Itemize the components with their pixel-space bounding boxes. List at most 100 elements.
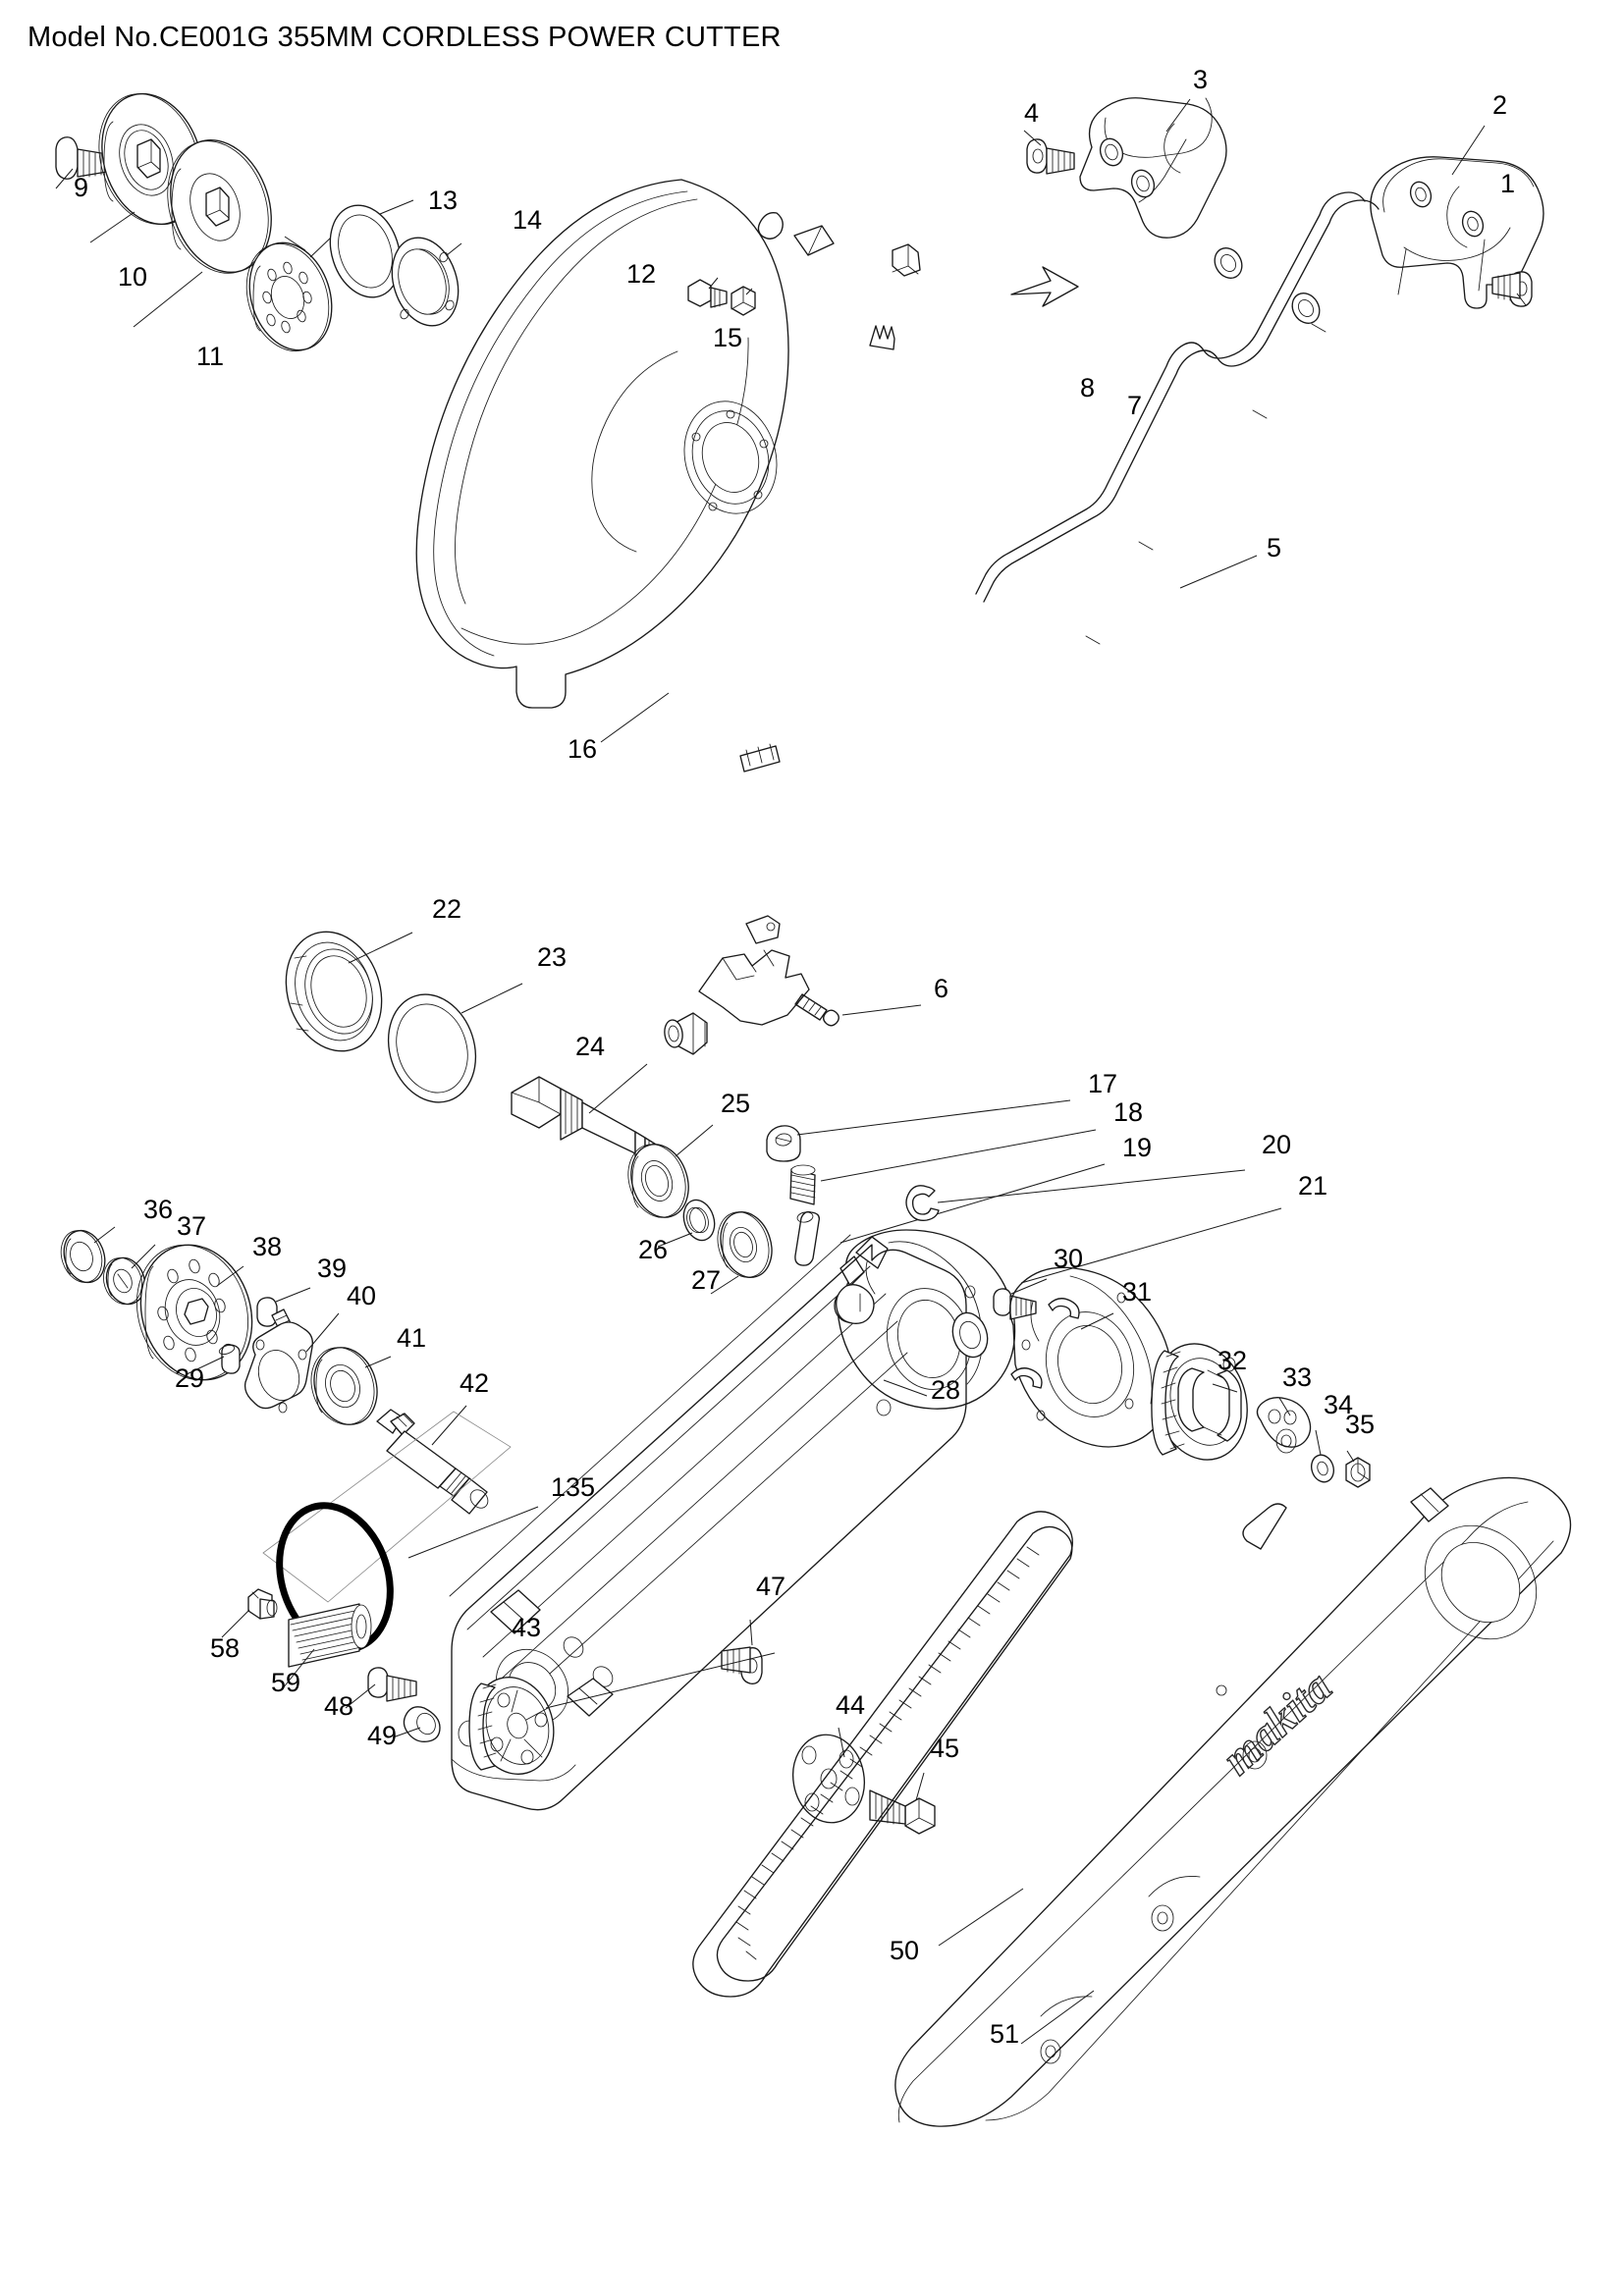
part-58-spring-seat-bushing bbox=[221, 1588, 278, 1638]
part-label-23: 23 bbox=[537, 942, 567, 972]
part-41-ball-bearing-inner bbox=[310, 1347, 392, 1425]
part-label-58: 58 bbox=[210, 1633, 240, 1663]
part-label-49: 49 bbox=[367, 1721, 397, 1750]
part-22-dust-seal-ring bbox=[285, 931, 413, 1052]
part-36-ball-bearing-outer bbox=[60, 1226, 116, 1284]
part-29-roll-pin bbox=[186, 1343, 241, 1375]
part-label-34: 34 bbox=[1324, 1390, 1353, 1419]
part-label-8: 8 bbox=[1080, 373, 1095, 402]
clutch-seal-ring bbox=[951, 1311, 989, 1359]
part-label-21: 21 bbox=[1298, 1171, 1327, 1201]
part-27-ball-bearing-small bbox=[710, 1211, 773, 1295]
part-label-1: 1 bbox=[1500, 169, 1515, 198]
part-label-4: 4 bbox=[1024, 98, 1039, 128]
part-35-lock-nut bbox=[1345, 1450, 1371, 1488]
part-25-ball-bearing-6202 bbox=[627, 1124, 714, 1218]
part-7-hex-nut bbox=[731, 286, 756, 316]
part-17-cap-plug bbox=[766, 1099, 1071, 1162]
part-label-17: 17 bbox=[1088, 1069, 1117, 1098]
part-label-32: 32 bbox=[1218, 1346, 1247, 1375]
part-16-wheel-guard-cover bbox=[415, 179, 1079, 773]
part-label-31: 31 bbox=[1122, 1277, 1152, 1307]
part-label-26: 26 bbox=[638, 1235, 668, 1264]
part-12-ring-spacer bbox=[329, 199, 414, 298]
part-37-bearing-collar bbox=[103, 1244, 156, 1306]
part-47-socket-cap-screw bbox=[721, 1619, 763, 1684]
part-label-38: 38 bbox=[252, 1232, 282, 1261]
part-43-drive-pulley bbox=[468, 1652, 776, 1775]
part-42-drive-spindle bbox=[262, 1405, 512, 1603]
part-label-14: 14 bbox=[513, 205, 542, 235]
part-24-spindle-shaft bbox=[511, 1063, 662, 1166]
part-label-28: 28 bbox=[931, 1375, 960, 1405]
part-label-47: 47 bbox=[756, 1572, 785, 1601]
part-label-27: 27 bbox=[691, 1265, 721, 1295]
part-label-36: 36 bbox=[143, 1195, 173, 1224]
part-59-tension-spring bbox=[282, 1603, 372, 1689]
part-label-42: 42 bbox=[460, 1368, 489, 1398]
part-15-guard-ring bbox=[391, 237, 462, 327]
part-label-45: 45 bbox=[930, 1734, 959, 1763]
part-1-hex-socket-bolt bbox=[1491, 271, 1533, 307]
part-label-3: 3 bbox=[1193, 65, 1208, 94]
part-label-135: 135 bbox=[551, 1472, 595, 1502]
part-label-51: 51 bbox=[990, 2019, 1019, 2049]
part-label-13: 13 bbox=[428, 186, 458, 215]
part-23-o-ring-seal bbox=[387, 983, 523, 1103]
page-title: Model No.CE001G 355MM CORDLESS POWER CUT… bbox=[27, 22, 782, 53]
part-40-bearing-retainer-plate bbox=[244, 1312, 340, 1414]
part-label-5: 5 bbox=[1267, 533, 1281, 562]
part-label-20: 20 bbox=[1262, 1130, 1291, 1159]
part-48-tension-screw bbox=[345, 1667, 417, 1709]
part-label-37: 37 bbox=[177, 1211, 206, 1241]
part-label-11: 11 bbox=[196, 342, 224, 371]
part-label-50: 50 bbox=[890, 1936, 919, 1965]
part-label-2: 2 bbox=[1492, 90, 1507, 120]
part-5-handle-bar-tube bbox=[975, 191, 1380, 645]
part-label-59: 59 bbox=[271, 1668, 300, 1697]
part-label-22: 22 bbox=[432, 894, 461, 924]
part-label-44: 44 bbox=[836, 1690, 865, 1720]
part-label-18: 18 bbox=[1113, 1097, 1143, 1127]
part-label-39: 39 bbox=[317, 1254, 347, 1283]
part-label-25: 25 bbox=[721, 1089, 750, 1118]
part-45-hex-head-bolt bbox=[869, 1772, 936, 1835]
part-label-6: 6 bbox=[934, 974, 948, 1003]
part-label-35: 35 bbox=[1345, 1410, 1375, 1439]
part-label-33: 33 bbox=[1282, 1362, 1312, 1392]
part-label-24: 24 bbox=[575, 1032, 605, 1061]
tensioner-valve-body bbox=[664, 915, 810, 1055]
part-label-15: 15 bbox=[713, 323, 742, 352]
part-4-handle-bolt bbox=[1023, 130, 1075, 175]
part-26-bearing-spacer bbox=[657, 1199, 716, 1248]
part-6-tapping-screw bbox=[794, 993, 922, 1027]
part-32-clutch-shoe-assembly bbox=[1151, 1343, 1248, 1461]
part-label-12: 12 bbox=[626, 259, 656, 289]
part-20-retaining-ring bbox=[905, 1169, 1246, 1221]
part-50-toothed-drive-belt bbox=[692, 1511, 1073, 1998]
part-33-clutch-weight bbox=[1256, 1397, 1312, 1454]
part-label-29: 29 bbox=[175, 1363, 204, 1393]
part-18-compression-spring bbox=[789, 1129, 1097, 1205]
makita-logo: makita bbox=[1213, 1661, 1341, 1784]
part-14-inner-flange-plate bbox=[245, 237, 333, 352]
part-label-40: 40 bbox=[347, 1281, 376, 1310]
part-label-48: 48 bbox=[324, 1691, 353, 1721]
part-label-43: 43 bbox=[512, 1613, 541, 1642]
part-label-16: 16 bbox=[568, 734, 597, 764]
part-34-flat-washer bbox=[1311, 1429, 1334, 1483]
part-label-41: 41 bbox=[397, 1323, 426, 1353]
part-2-rear-handle-bracket bbox=[1370, 125, 1544, 309]
part-8-shoulder-bolt bbox=[687, 277, 728, 308]
part-11-cutting-wheel bbox=[133, 138, 272, 328]
part-31-clutch-drum bbox=[1009, 1266, 1172, 1448]
part-label-7: 7 bbox=[1127, 391, 1142, 420]
part-49-cup-washer bbox=[392, 1706, 441, 1742]
part-label-10: 10 bbox=[118, 262, 147, 292]
part-label-19: 19 bbox=[1122, 1133, 1152, 1162]
part-19-lock-pin bbox=[794, 1163, 1106, 1266]
part-3-front-handle-grip bbox=[1079, 97, 1227, 239]
part-30-clutch-bolt bbox=[993, 1278, 1048, 1320]
